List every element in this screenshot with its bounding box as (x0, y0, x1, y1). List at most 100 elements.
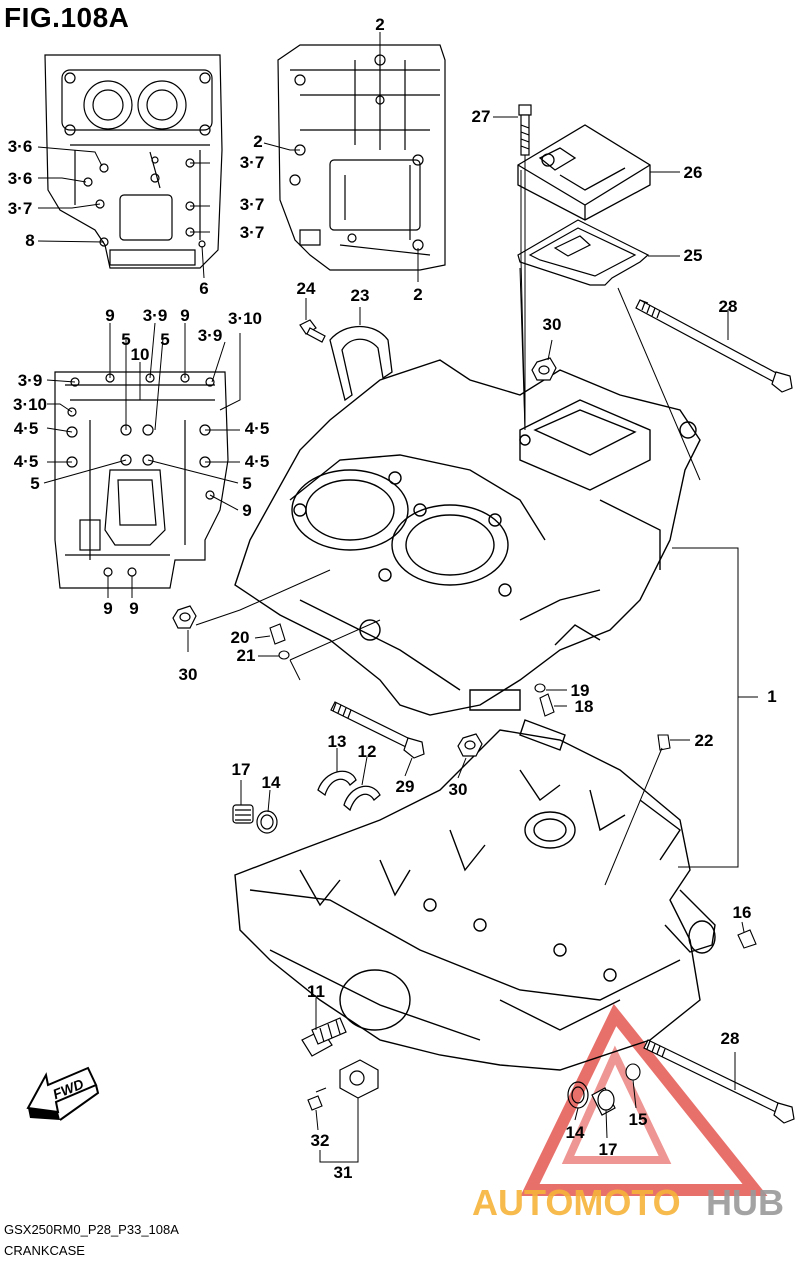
watermark-triangle (520, 1003, 768, 1196)
plug-17-right (591, 1087, 616, 1116)
plug-15 (625, 1063, 641, 1081)
callout-c10: 10 (131, 345, 150, 364)
leader-22 (604, 747, 663, 886)
callout-c21: 21 (237, 646, 256, 665)
callout-c5a: 5 (121, 330, 130, 349)
upper-crankcase-outline (234, 359, 701, 716)
callout-c3-9a: 3·9 (143, 306, 168, 325)
nut-30-lower (457, 733, 483, 757)
fwd-arrow: FWD (26, 1066, 100, 1121)
bolt-22 (657, 734, 671, 751)
callout-c32: 32 (311, 1131, 330, 1150)
callout-c16: 16 (733, 903, 752, 922)
callout-c18: 18 (575, 697, 594, 716)
callout-c11: 11 (307, 982, 325, 1001)
callout-c26: 26 (684, 163, 703, 182)
callout-c20: 20 (231, 628, 250, 647)
callout-c3-9c: 3·9 (18, 371, 43, 390)
callout-c9b: 9 (180, 306, 189, 325)
callout-c6: 6 (199, 279, 208, 298)
callout-c31: 31 (334, 1163, 353, 1182)
callout-c24: 24 (297, 279, 316, 298)
callout-c22: 22 (695, 731, 714, 750)
inset-top-middle (277, 44, 446, 271)
nut-30-upper (531, 357, 557, 381)
callout-c3-7c: 3·7 (240, 195, 265, 214)
lower-crankcase-outline (234, 729, 701, 1071)
oil-jet-18 (534, 683, 555, 717)
callout-c3-9b: 3·9 (198, 326, 223, 345)
bolt-29 (330, 701, 425, 759)
plug-17-left (232, 804, 254, 824)
chain-guide-23 (329, 326, 393, 402)
upper-crankcase (234, 359, 701, 716)
gasket-14-left (256, 810, 278, 834)
callout-c23: 23 (351, 286, 370, 305)
callout-c28b: 28 (721, 1029, 740, 1048)
callout-c27: 27 (472, 107, 491, 126)
callout-c5d: 5 (242, 474, 251, 493)
callout-c3-10a: 3·10 (228, 309, 262, 328)
callout-c9a: 9 (105, 306, 114, 325)
callout-c19: 19 (571, 681, 590, 700)
callout-c3-7b: 3·7 (240, 153, 265, 172)
gasket-25 (517, 219, 650, 286)
callout-c15: 15 (629, 1110, 648, 1129)
callout-c14a: 14 (262, 773, 281, 792)
watermark-triangle-inner (561, 1045, 672, 1164)
callout-c5b: 5 (160, 330, 169, 349)
callout-c5c: 5 (30, 474, 39, 493)
callout-c28a: 28 (719, 297, 738, 316)
callout-c2a: 2 (375, 15, 384, 34)
cover-26 (517, 124, 651, 221)
callout-c3-7a: 3·7 (8, 199, 33, 218)
callout-c30a: 30 (543, 315, 562, 334)
callout-c9c: 9 (242, 501, 251, 520)
inset-middle-left (54, 371, 229, 589)
figure-title: FIG.108A (4, 2, 130, 33)
callout-c25: 25 (684, 246, 703, 265)
bolt-28-upper (635, 299, 793, 393)
fitting-11 (301, 1017, 347, 1057)
watermark-text-automoto: AUTOMOTO (472, 1182, 681, 1223)
callout-c4-5a: 4·5 (14, 419, 39, 438)
gasket-25-outline (517, 219, 650, 286)
callout-c3-7d: 3·7 (240, 223, 265, 242)
inset-middle-left-outline (54, 371, 229, 589)
callout-c8: 8 (25, 231, 34, 250)
bolt-24 (299, 319, 326, 343)
bolt-27 (518, 104, 532, 156)
chain-guide-23-outline (329, 326, 393, 402)
callout-c17a: 17 (232, 760, 251, 779)
switch-31 (339, 1059, 379, 1099)
callout-labels: 12223·63·63·73·73·73·7862726252828303030… (8, 15, 777, 1182)
lower-crankcase (234, 719, 716, 1071)
fwd-label: FWD (50, 1075, 86, 1102)
oil-jet-20 (269, 623, 290, 660)
plug-16 (737, 929, 757, 949)
callout-c14b: 14 (566, 1123, 585, 1142)
cover-26-outline (517, 124, 651, 221)
callout-c30b: 30 (179, 665, 198, 684)
callout-c2c: 2 (413, 285, 422, 304)
figure-name: CRANKCASE (4, 1243, 85, 1258)
callout-c4-5d: 4·5 (245, 452, 270, 471)
callout-c9d: 9 (103, 599, 112, 618)
callout-c12: 12 (358, 742, 377, 761)
callout-c3-6b: 3·6 (8, 169, 33, 188)
callout-c4-5c: 4·5 (14, 452, 39, 471)
callout-c2b: 2 (253, 132, 262, 151)
inset-top-middle-outline (277, 44, 446, 271)
watermark: AUTOMOTO HUB (472, 1003, 784, 1223)
nut-30-left (172, 605, 197, 629)
callout-c4-5b: 4·5 (245, 419, 270, 438)
callout-c29: 29 (396, 777, 415, 796)
callout-c13: 13 (328, 732, 347, 751)
figure-code: GSX250RM0_P28_P33_108A (4, 1222, 179, 1237)
bearing-12 (343, 785, 381, 812)
watermark-text-hub: HUB (706, 1182, 784, 1223)
callout-c17b: 17 (599, 1140, 618, 1159)
leader-lines (37, 32, 758, 1163)
